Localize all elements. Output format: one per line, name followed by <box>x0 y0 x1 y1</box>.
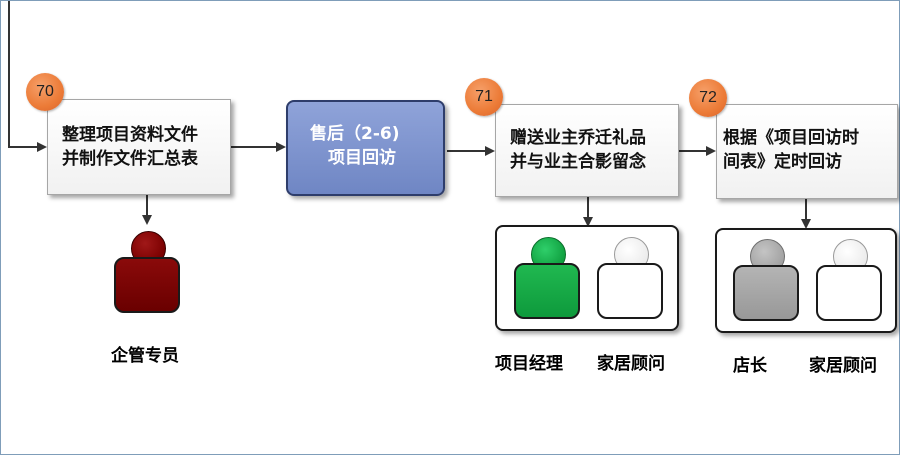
step-72-badge: 72 <box>689 79 727 117</box>
role-icon-enterprise-mgmt <box>114 231 180 313</box>
person-body-icon <box>597 263 663 319</box>
step-71-badge: 71 <box>465 78 503 116</box>
role-label-home-consultant-2: 家居顾问 <box>809 356 877 376</box>
step-71-line1: 赠送业主乔迁礼品 <box>510 128 646 148</box>
role-icon-home-consultant <box>597 237 663 319</box>
step-71-box[interactable]: 赠送业主乔迁礼品 并与业主合影留念 <box>495 104 679 197</box>
role-icon-home-consultant-2 <box>816 239 882 321</box>
person-body-icon <box>816 265 882 321</box>
role-label-home-consultant: 家居顾问 <box>597 354 665 374</box>
aftersales-line1: 售后（2-6) <box>310 124 400 144</box>
aftersales-line2: 项目回访 <box>328 148 396 168</box>
role-label-project-manager: 项目经理 <box>495 354 563 374</box>
role-icon-store-manager <box>733 239 799 321</box>
step-70-badge: 70 <box>26 73 64 111</box>
step-70-line2: 并制作文件汇总表 <box>62 149 198 169</box>
person-body-icon <box>733 265 799 321</box>
step-72-line2: 间表》定时回访 <box>723 152 842 172</box>
step-72-line1: 根据《项目回访时 <box>723 128 859 148</box>
role-label-enterprise-mgmt: 企管专员 <box>111 346 179 366</box>
person-body-icon <box>114 257 180 313</box>
role-label-store-manager: 店长 <box>733 356 767 376</box>
aftersales-box[interactable]: 售后（2-6) 项目回访 <box>286 100 445 196</box>
step-72-box[interactable]: 根据《项目回访时 间表》定时回访 <box>716 104 898 199</box>
incoming-connector <box>8 1 47 152</box>
role-icon-project-manager <box>514 237 580 319</box>
step-71-line2: 并与业主合影留念 <box>510 152 646 172</box>
step-70-line1: 整理项目资料文件 <box>62 125 198 145</box>
step-70-box[interactable]: 整理项目资料文件 并制作文件汇总表 <box>47 99 231 195</box>
person-body-icon <box>514 263 580 319</box>
